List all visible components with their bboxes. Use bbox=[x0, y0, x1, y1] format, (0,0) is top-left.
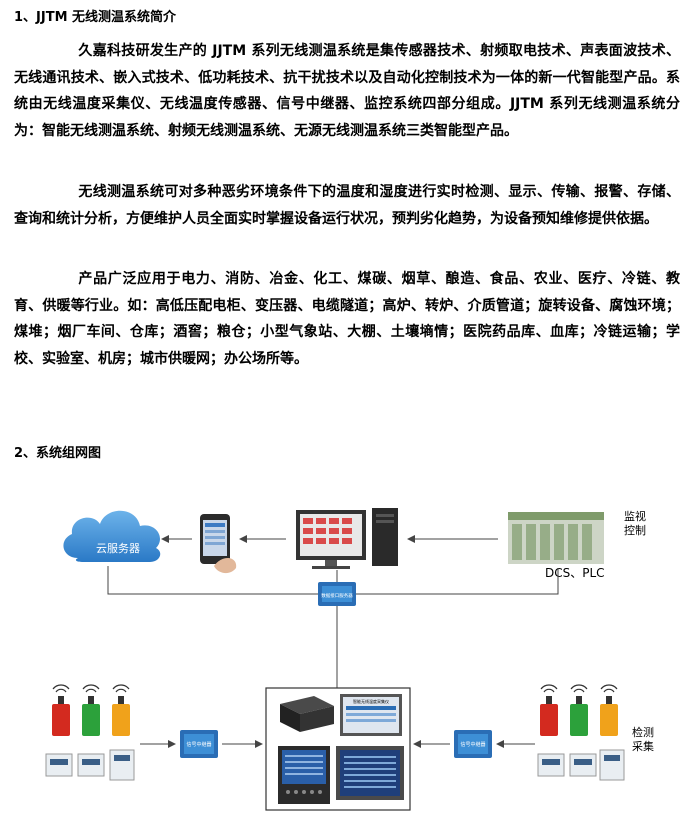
repeater-icon bbox=[180, 730, 218, 758]
repeater-right-label: 信号中继器 bbox=[460, 741, 485, 748]
section2-heading: 2、系统组网图 bbox=[14, 446, 102, 461]
gateway-device bbox=[318, 582, 356, 606]
cloud-label: 云服务器 bbox=[96, 542, 140, 555]
dcs-label: DCS、PLC bbox=[545, 566, 605, 580]
network-diagram: 云服务器 bbox=[45, 508, 654, 811]
sensor-group-right bbox=[537, 684, 625, 781]
collector-label: 智能无线温度采集仪 bbox=[353, 698, 389, 704]
collector-device bbox=[280, 696, 334, 732]
detect-label-2: 采集 bbox=[632, 739, 654, 753]
connector-line bbox=[356, 568, 559, 595]
intro-paragraph-2: 无线测温系统可对多种恶劣环境条件下的温度和湿度进行实时检测、显示、传输、报警、存… bbox=[14, 184, 680, 227]
sensor-group-left bbox=[45, 684, 135, 781]
collector-screen-3 bbox=[336, 746, 404, 800]
collector-screen-2 bbox=[278, 746, 330, 804]
collector-screen-1 bbox=[340, 694, 402, 736]
section1-heading: 1、JJTM 无线测温系统简介 bbox=[14, 10, 177, 25]
phone-icon bbox=[200, 514, 237, 574]
repeater-icon bbox=[454, 730, 492, 758]
computer-icon bbox=[296, 508, 398, 569]
monitor-label-1: 监视 bbox=[624, 509, 646, 523]
gateway-label: 数据接口服务器 bbox=[321, 592, 353, 599]
connector-line bbox=[107, 566, 320, 595]
repeater-left-label: 信号中继器 bbox=[186, 741, 211, 748]
cloud-icon bbox=[63, 510, 161, 562]
intro-paragraph-1: 久嘉科技研发生产的 JJTM 系列无线测温系统是集传感器技术、射频取电技术、声表… bbox=[14, 43, 680, 139]
detect-label-1: 检测 bbox=[632, 725, 654, 739]
intro-paragraph-3: 产品广泛应用于电力、消防、冶金、化工、煤碳、烟草、酿造、食品、农业、医疗、冷链、… bbox=[14, 271, 680, 367]
monitor-label-2: 控制 bbox=[624, 523, 646, 537]
plc-icon bbox=[508, 512, 604, 564]
